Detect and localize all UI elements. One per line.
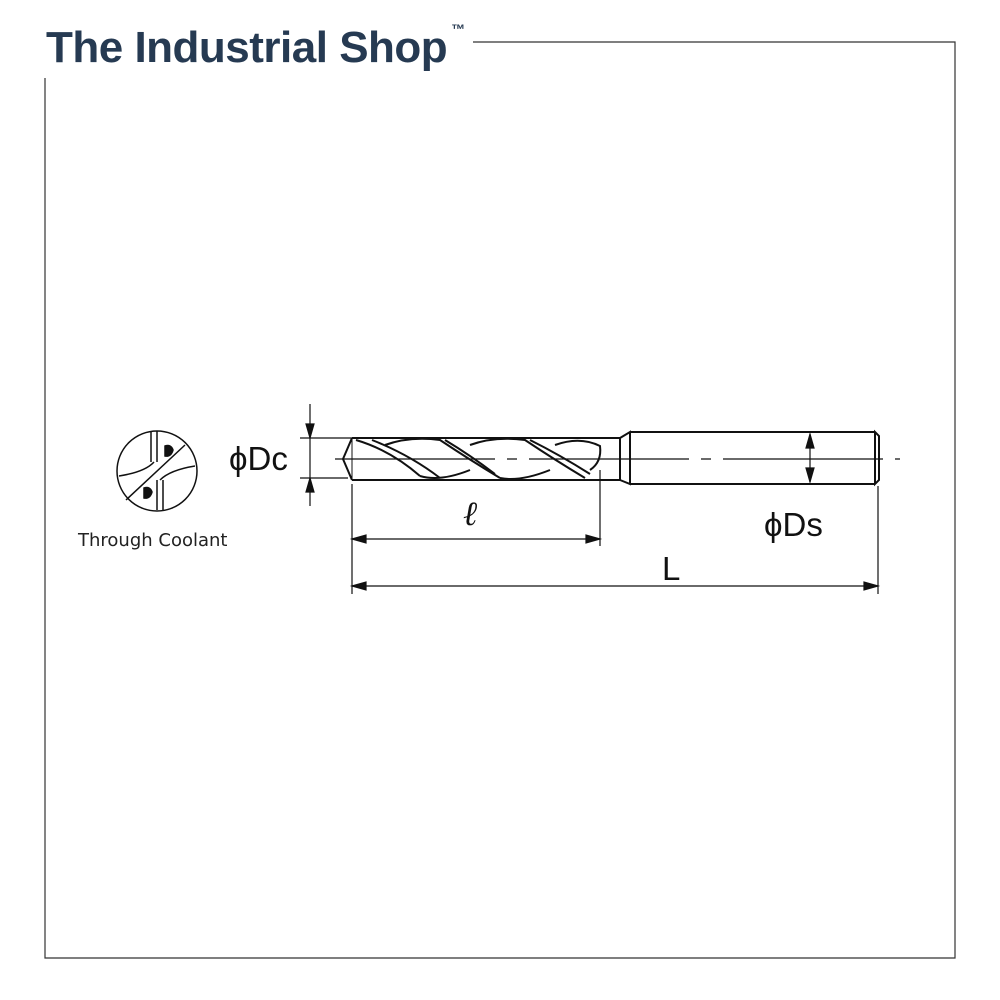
brand-logo-group: The Industrial Shop ™ bbox=[46, 21, 474, 74]
frame-border bbox=[44, 41, 956, 959]
cutting-diameter-label: ϕDc bbox=[229, 440, 288, 477]
trademark-symbol: ™ bbox=[451, 21, 466, 37]
dimension-lines bbox=[300, 404, 881, 594]
overall-length-label: L bbox=[662, 550, 681, 587]
drill-body bbox=[341, 429, 880, 487]
shank-diameter-label: ϕDs bbox=[764, 506, 823, 543]
flute-length-label: ℓ bbox=[463, 494, 478, 534]
cross-section-icon bbox=[116, 430, 198, 512]
brand-logo: The Industrial Shop bbox=[46, 23, 448, 72]
through-coolant-caption: Through Coolant bbox=[78, 530, 228, 551]
